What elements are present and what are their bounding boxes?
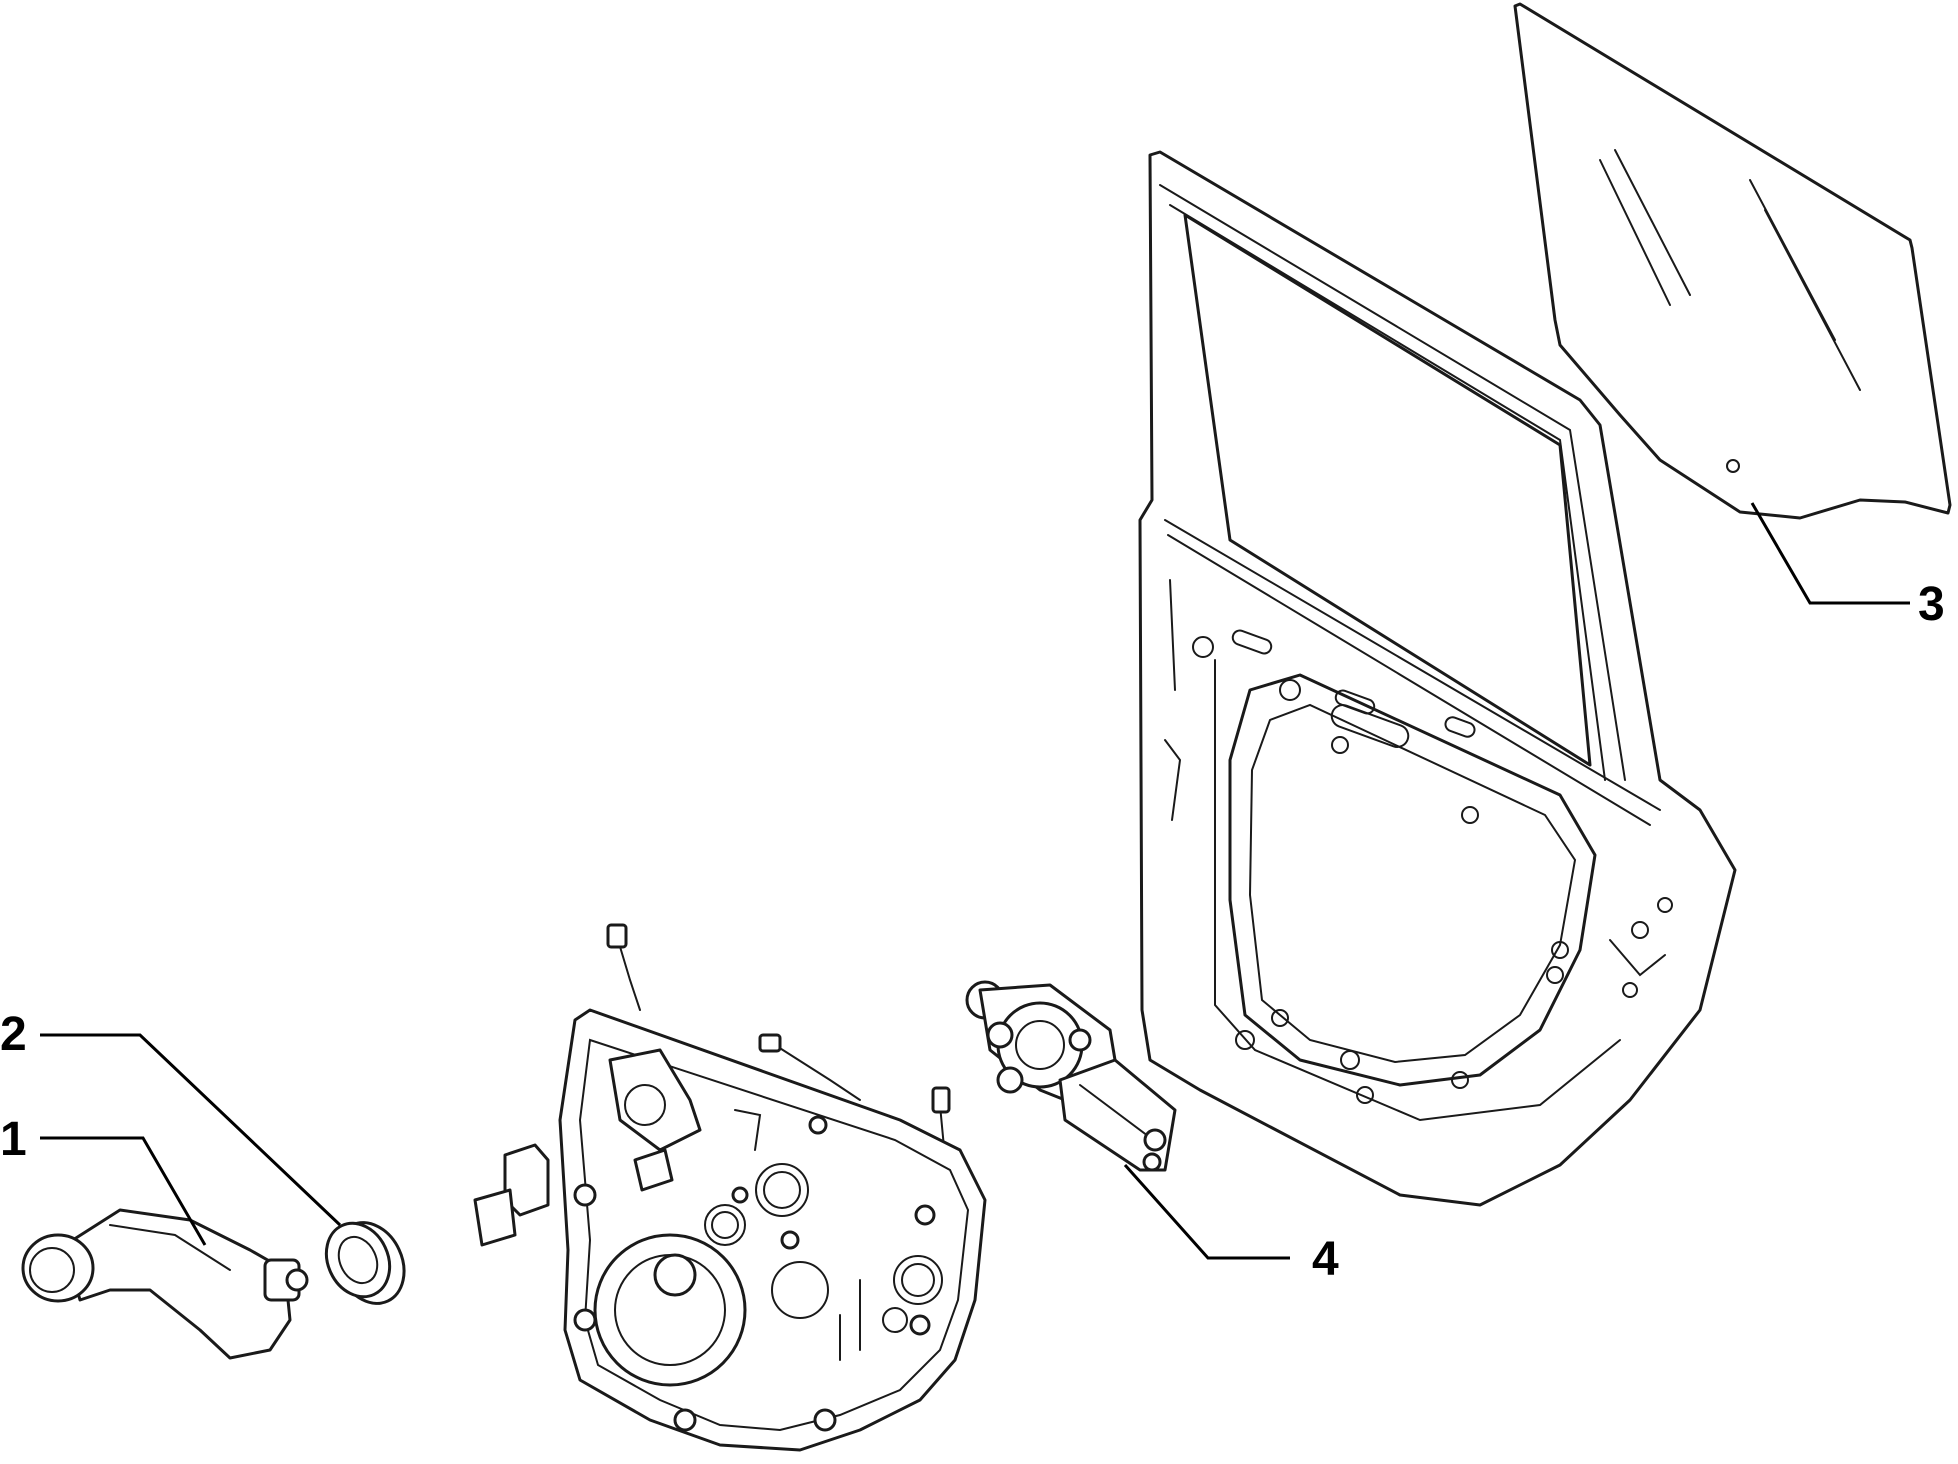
callout-4: 4	[1312, 1233, 1339, 1286]
handle-bezel	[324, 1221, 406, 1305]
window-crank-handle	[21, 1208, 309, 1360]
leader-line-4	[1123, 1164, 1290, 1260]
door-module-panel	[473, 923, 987, 1452]
door-glass	[1513, 2, 1952, 520]
door-frame	[1138, 150, 1737, 1207]
leader-line-3	[1750, 502, 1910, 605]
callout-2: 2	[0, 1008, 27, 1061]
leader-line-2	[40, 1033, 342, 1227]
callout-3: 3	[1918, 578, 1945, 631]
callout-1: 1	[0, 1113, 27, 1166]
regulator-motor	[965, 980, 1177, 1172]
leader-line-1	[40, 1136, 207, 1246]
